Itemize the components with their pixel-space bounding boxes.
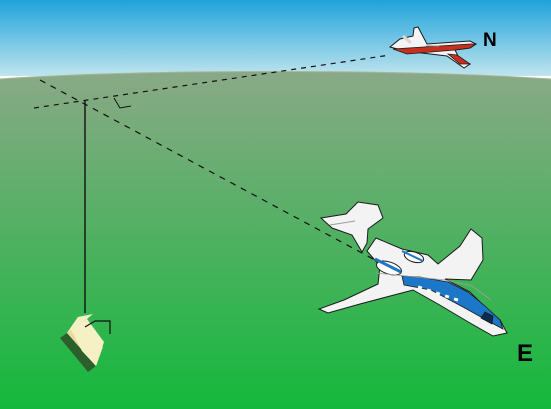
east-aircraft-label: E <box>517 342 533 366</box>
north-aircraft-label: N <box>483 31 497 50</box>
